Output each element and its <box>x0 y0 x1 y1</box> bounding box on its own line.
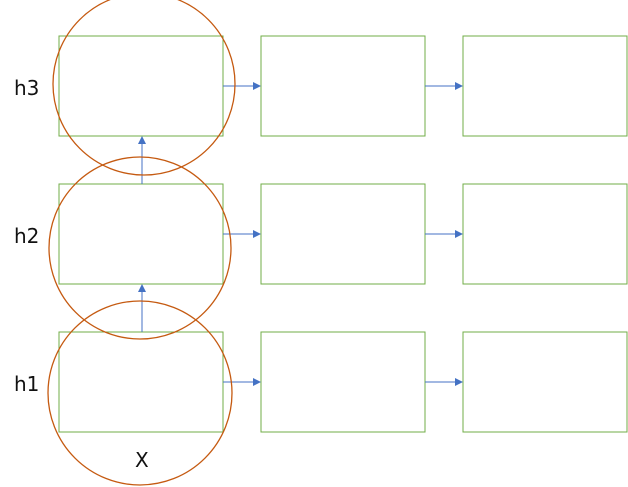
row-label-h3: h3 <box>14 76 39 100</box>
highlight-circles <box>47 0 236 486</box>
box-r2-c2 <box>260 183 426 285</box>
highlight-circle-h3 <box>52 0 236 176</box>
input-label-x: X <box>135 448 149 472</box>
row-label-h1: h1 <box>14 372 39 396</box>
row-label-h2: h2 <box>14 224 39 248</box>
box-r3-c2 <box>260 35 426 137</box>
box-r1-c3 <box>462 331 628 433</box>
horizontal-arrows <box>223 82 463 386</box>
box-r2-c3 <box>462 183 628 285</box>
box-r2-c1 <box>58 183 224 285</box>
highlight-circle-h1 <box>47 300 233 486</box>
box-r1-c1 <box>58 331 224 433</box>
box-r3-c1 <box>58 35 224 137</box>
box-grid <box>58 35 628 433</box>
box-r3-c3 <box>462 35 628 137</box>
box-r1-c2 <box>260 331 426 433</box>
highlight-circle-h2 <box>48 156 232 340</box>
